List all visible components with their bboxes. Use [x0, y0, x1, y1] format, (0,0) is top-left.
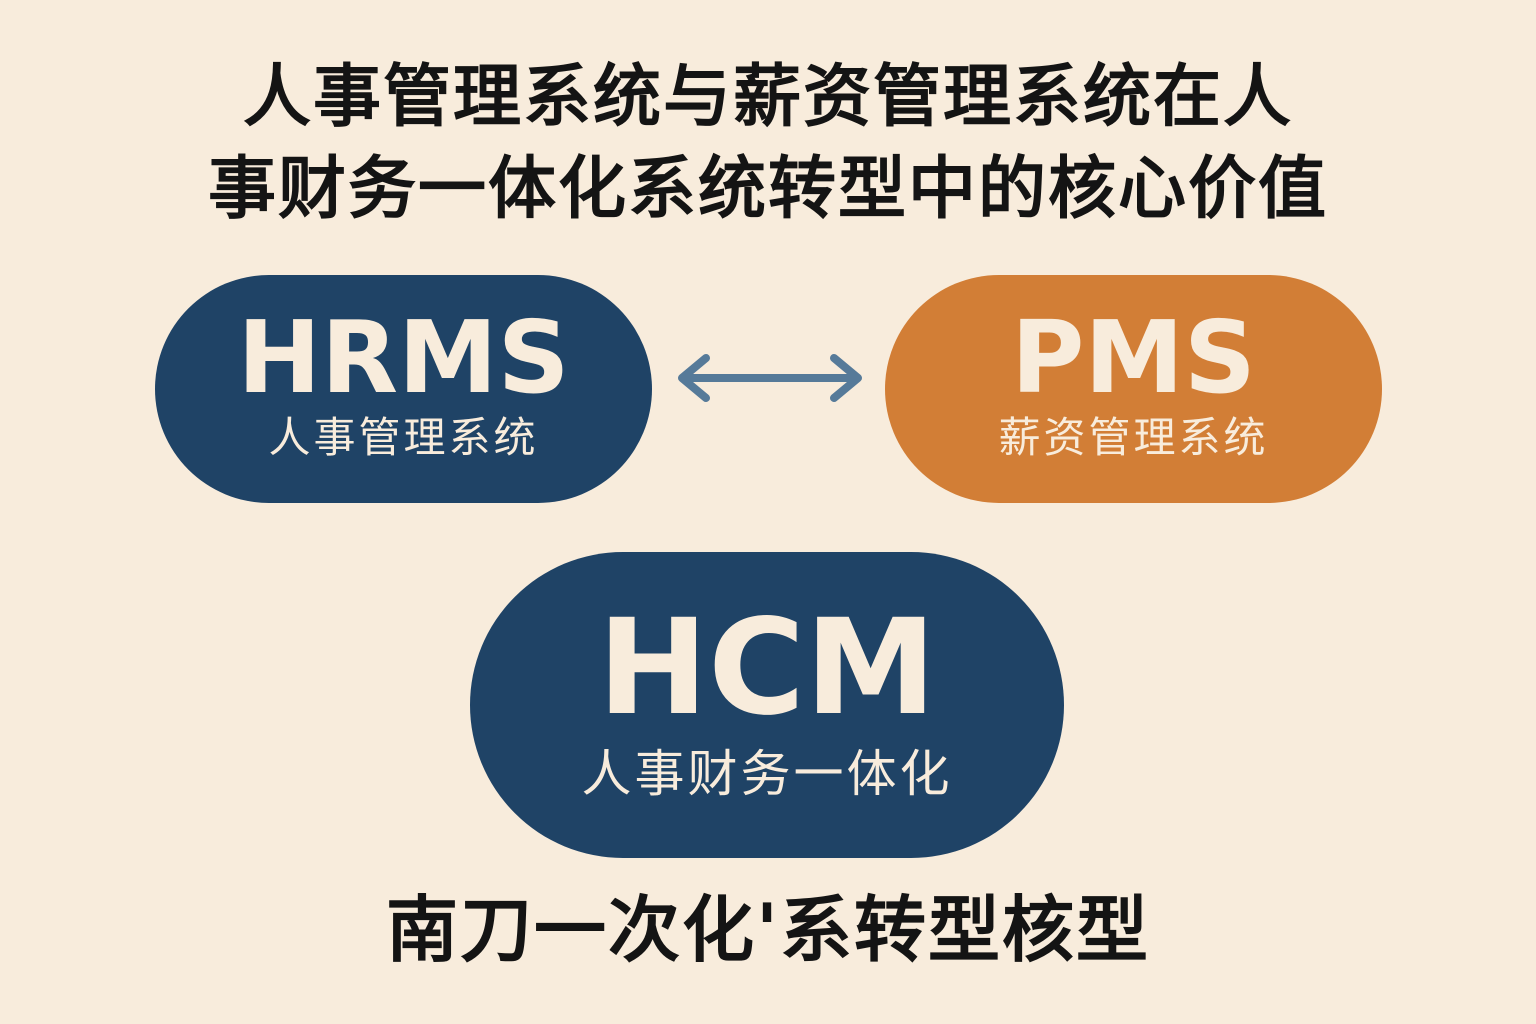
- bidirectional-arrow-icon: [678, 354, 862, 402]
- footer-caption: 南刀一次化'系转型核型: [385, 888, 1151, 972]
- arrow-head-left: [678, 354, 710, 402]
- hcm-abbreviation: HCM: [597, 591, 937, 745]
- title-line-1: 人事管理系统与薪资管理系统在人: [242, 58, 1293, 137]
- hrms-node: HRMS 人事管理系统: [155, 275, 652, 503]
- hrms-abbreviation: HRMS: [237, 299, 570, 416]
- diagram-title: 人事管理系统与薪资管理系统在人 事财务一体化系统转型中的核心价值: [0, 52, 1536, 236]
- arrow-head-right: [830, 354, 862, 402]
- hcm-node: HCM 人事财务一体化: [470, 552, 1064, 858]
- hrms-label: 人事管理系统: [268, 413, 539, 462]
- title-line-2: 事财务一体化系统转型中的核心价值: [207, 150, 1328, 229]
- pms-abbreviation: PMS: [1011, 299, 1256, 416]
- hcm-label: 人事财务一体化: [581, 745, 953, 803]
- pms-label: 薪资管理系统: [998, 413, 1269, 462]
- pms-node: PMS 薪资管理系统: [885, 275, 1382, 503]
